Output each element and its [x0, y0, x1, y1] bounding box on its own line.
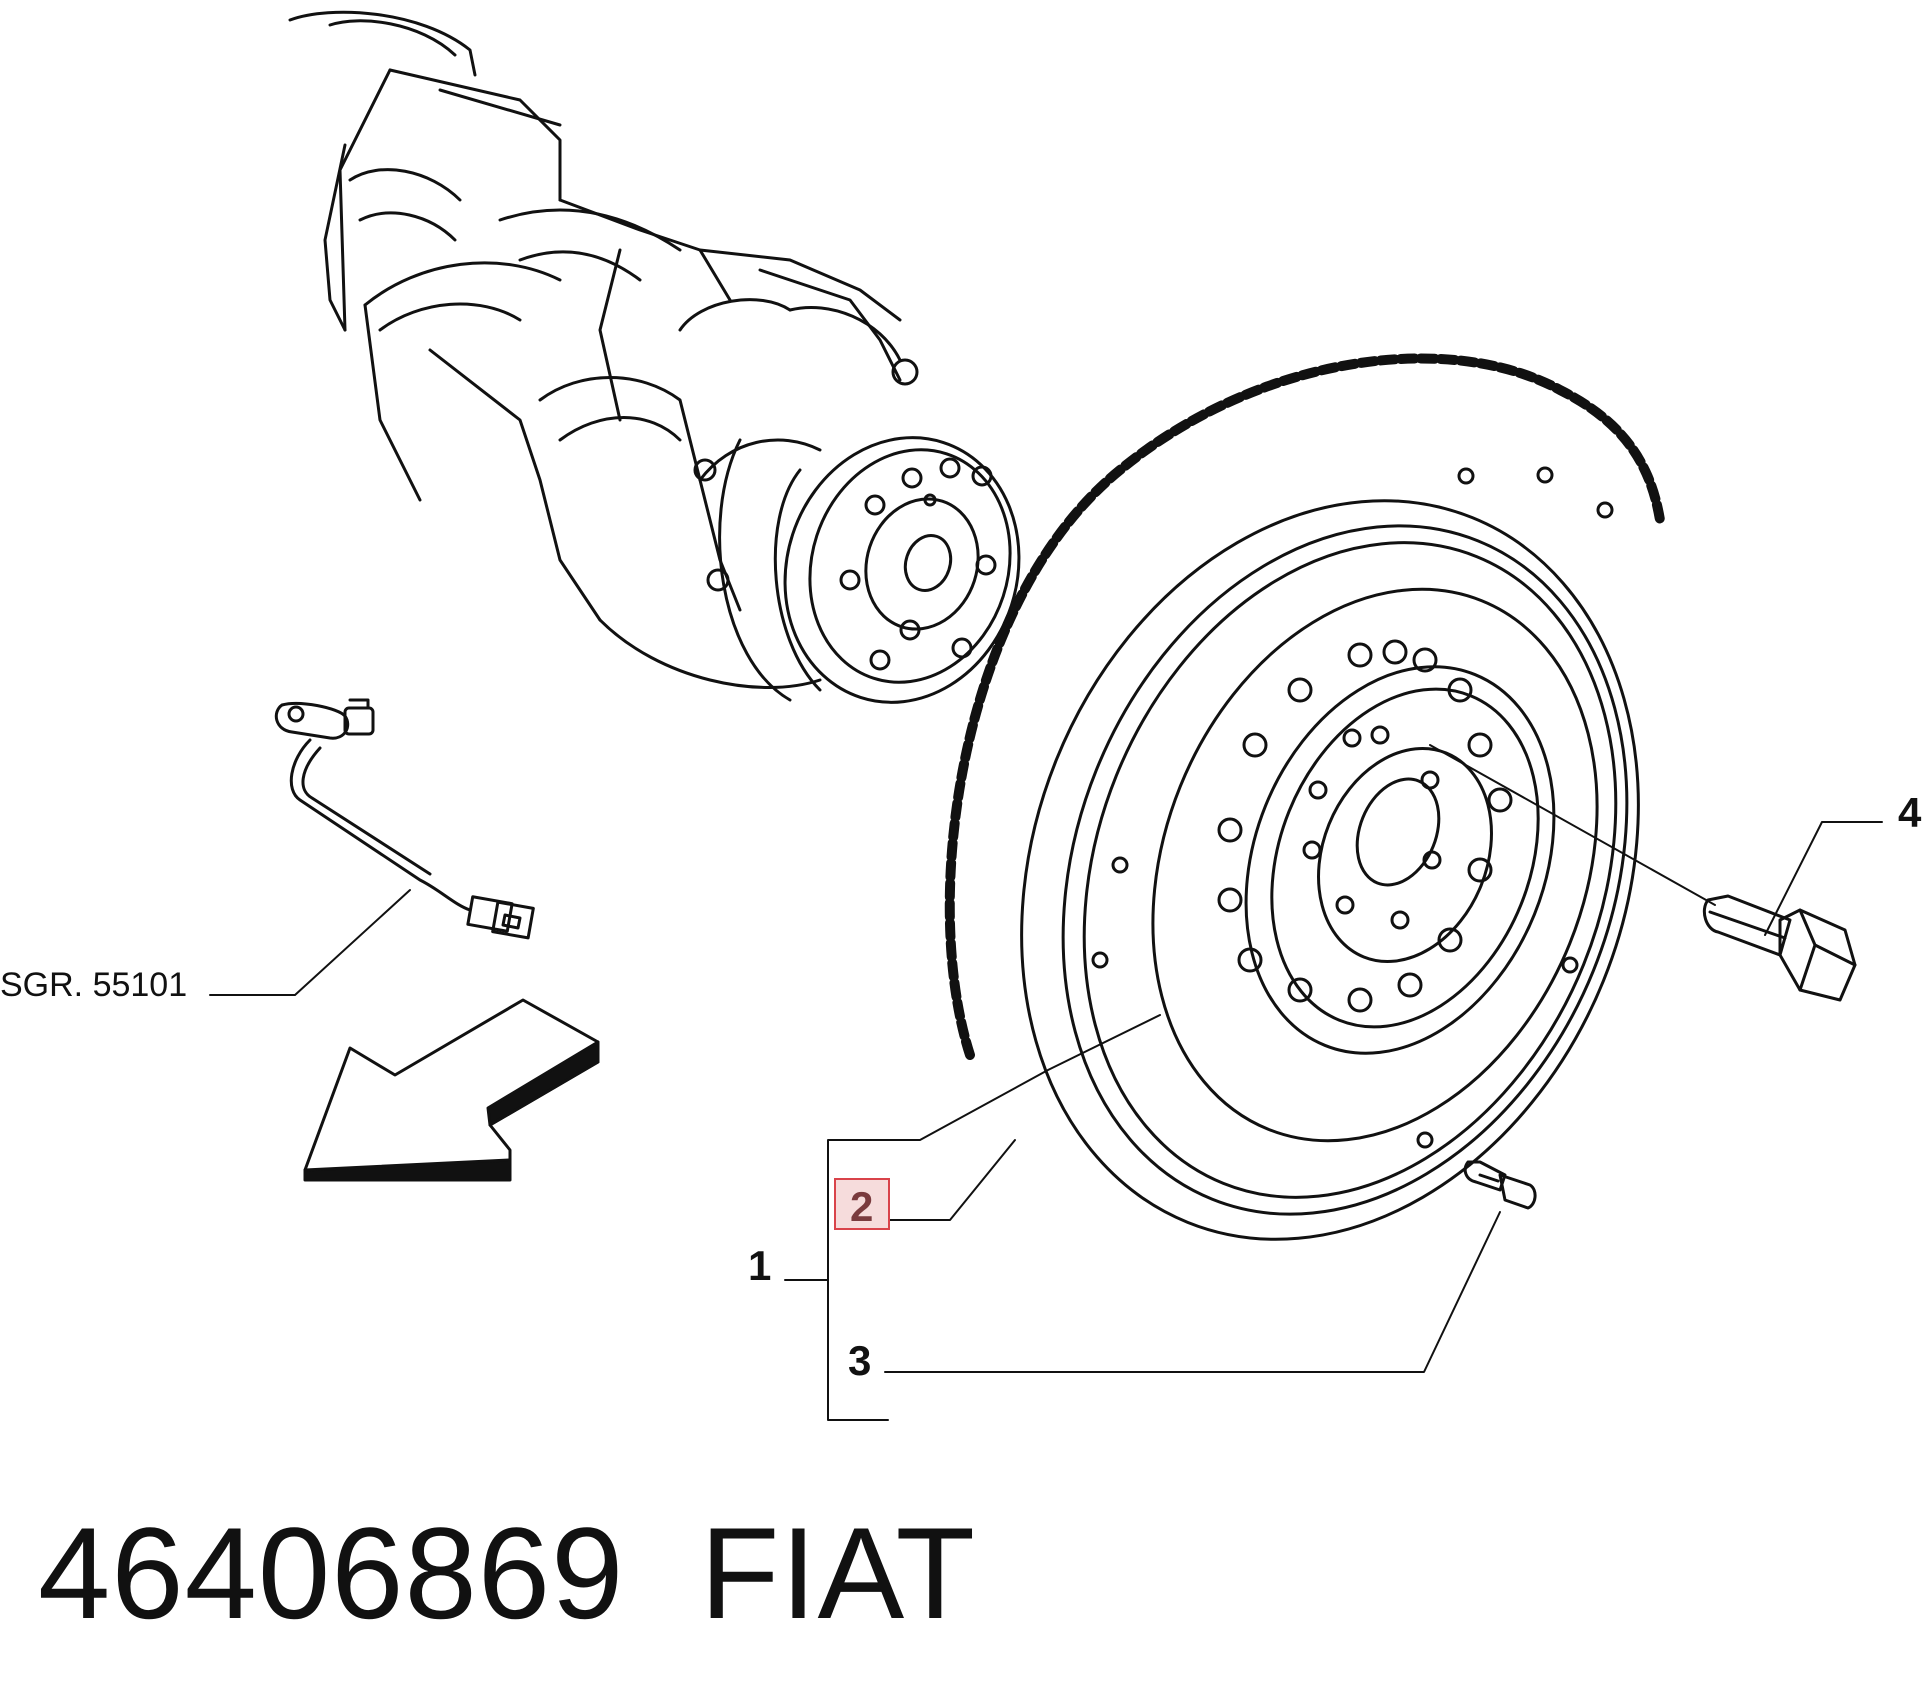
callout-2: 2 — [850, 1183, 874, 1230]
crankshaft-position-sensor — [274, 698, 535, 940]
callout-4: 4 — [1898, 789, 1922, 836]
brand-name: FIAT — [700, 1500, 976, 1646]
crankshaft — [288, 10, 1021, 704]
direction-arrow — [303, 998, 600, 1182]
callout-3: 3 — [848, 1337, 872, 1384]
flywheel-leader-line — [827, 1014, 1161, 1421]
part-number: 46406869 — [38, 1500, 625, 1646]
bolt-callout-line — [1764, 821, 1883, 936]
flywheel-bolt — [1702, 894, 1857, 1002]
pin-leader-line — [884, 1211, 1501, 1373]
teeth-leader-line — [889, 1139, 1016, 1221]
sensor-leader-line — [209, 889, 411, 996]
bolt-leader-line — [1429, 744, 1716, 906]
group-reference: SGR. 55101 — [0, 966, 188, 1004]
flywheel — [944, 353, 1665, 1241]
callout-2-highlight — [834, 1178, 890, 1230]
callout-1: 1 — [748, 1242, 772, 1289]
dowel-pin — [1463, 1160, 1537, 1210]
